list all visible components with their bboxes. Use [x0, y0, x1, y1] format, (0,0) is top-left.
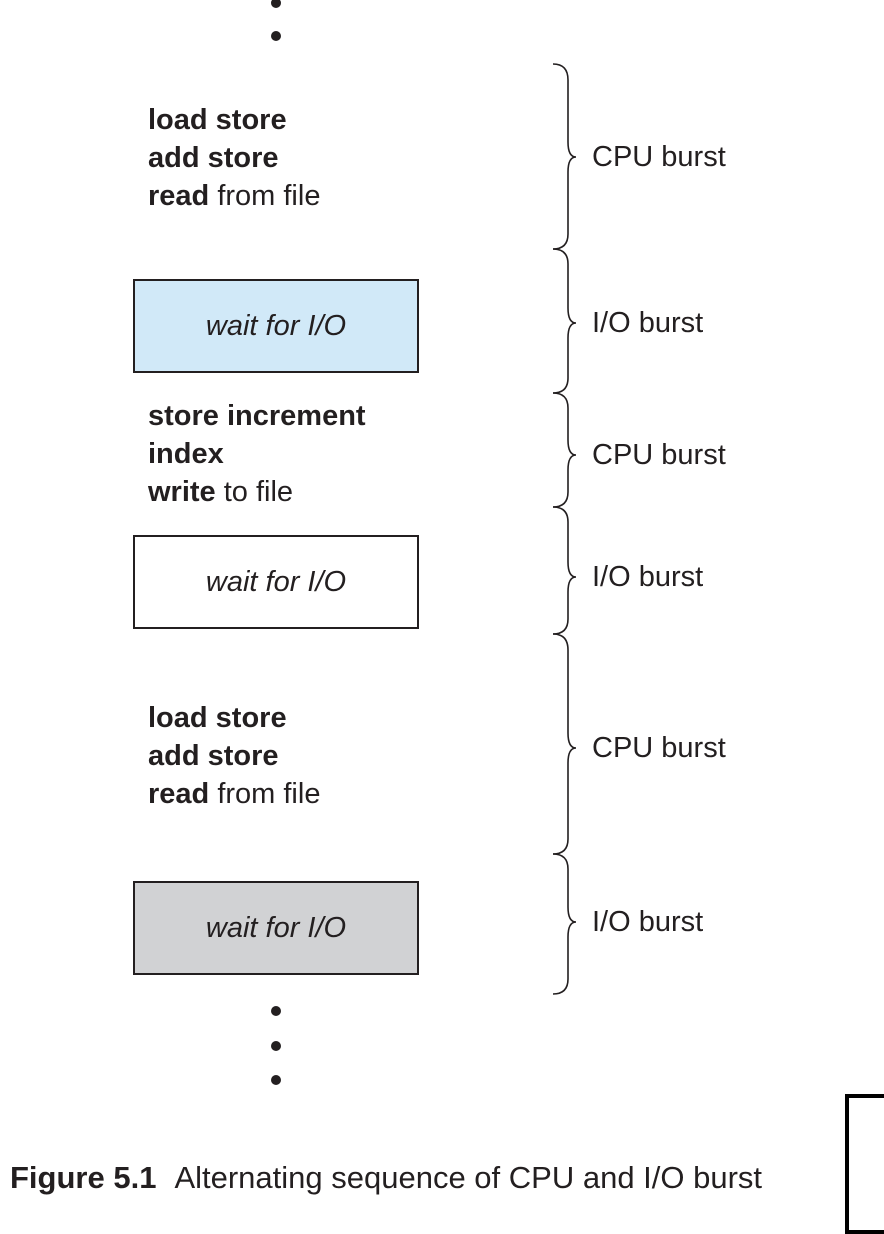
code-line: add store: [148, 737, 320, 775]
figure-caption-text: Alternating sequence of CPU and I/O burs…: [174, 1160, 763, 1195]
code-line: store increment: [148, 397, 366, 435]
io-wait-box-3: wait for I/O: [133, 881, 419, 975]
brace-cpu-burst-1: [552, 63, 577, 250]
ellipsis-dot-bottom-2: [271, 1041, 281, 1051]
io-wait-text: wait for I/O: [205, 309, 347, 342]
burst-label-cpu-2: CPU burst: [592, 439, 726, 471]
burst-label-io-1: I/O burst: [592, 307, 704, 339]
code-keyword: load store: [148, 702, 287, 734]
code-line: add store: [148, 139, 320, 177]
code-keyword: read: [148, 180, 210, 212]
code-text: to file: [215, 476, 294, 508]
burst-label-io-3: I/O burst: [592, 906, 704, 938]
figure-caption: Figure 5.1 Alternating sequence of CPU an…: [10, 1160, 762, 1196]
code-text: from file: [209, 180, 321, 212]
burst-label-cpu-1: CPU burst: [592, 141, 726, 173]
burst-label-cpu-3: CPU burst: [592, 732, 726, 764]
brace-cpu-burst-2: [552, 392, 577, 508]
brace-group: [552, 63, 577, 995]
code-line: load store: [148, 101, 320, 139]
ellipsis-dot-top-2: [271, 31, 281, 41]
code-keyword: store increment: [148, 400, 366, 432]
io-wait-text: wait for I/O: [205, 565, 347, 598]
code-keyword: add store: [148, 142, 279, 174]
code-line: load store: [148, 699, 320, 737]
code-line: read from file: [148, 177, 320, 215]
figure-number: Figure 5.1: [10, 1160, 157, 1195]
burst-label-io-2: I/O burst: [592, 561, 704, 593]
brace-cpu-burst-3: [552, 633, 577, 855]
code-keyword: add store: [148, 740, 279, 772]
io-wait-text: wait for I/O: [205, 911, 347, 944]
cpu-code-block-1: load store add store read from file: [148, 101, 320, 215]
code-line: read from file: [148, 775, 320, 813]
cpu-code-block-3: load store add store read from file: [148, 699, 320, 813]
code-line: write to file: [148, 473, 366, 511]
brace-io-burst-1: [552, 248, 577, 394]
ellipsis-dot-bottom-3: [271, 1075, 281, 1085]
code-keyword: index: [148, 438, 224, 470]
brace-io-burst-2: [552, 506, 577, 635]
code-text: from file: [209, 778, 321, 810]
code-keyword: read: [148, 778, 210, 810]
ellipsis-dot-top-1: [271, 0, 281, 8]
overlay-frame: [845, 1094, 884, 1234]
io-wait-box-2: wait for I/O: [133, 535, 419, 629]
code-keyword: load store: [148, 104, 287, 136]
code-keyword: write: [148, 476, 216, 508]
ellipsis-dot-bottom-1: [271, 1006, 281, 1016]
brace-io-burst-3: [552, 853, 577, 995]
cpu-code-block-2: store increment index write to file: [148, 397, 366, 511]
code-line: index: [148, 435, 366, 473]
io-wait-box-1: wait for I/O: [133, 279, 419, 373]
